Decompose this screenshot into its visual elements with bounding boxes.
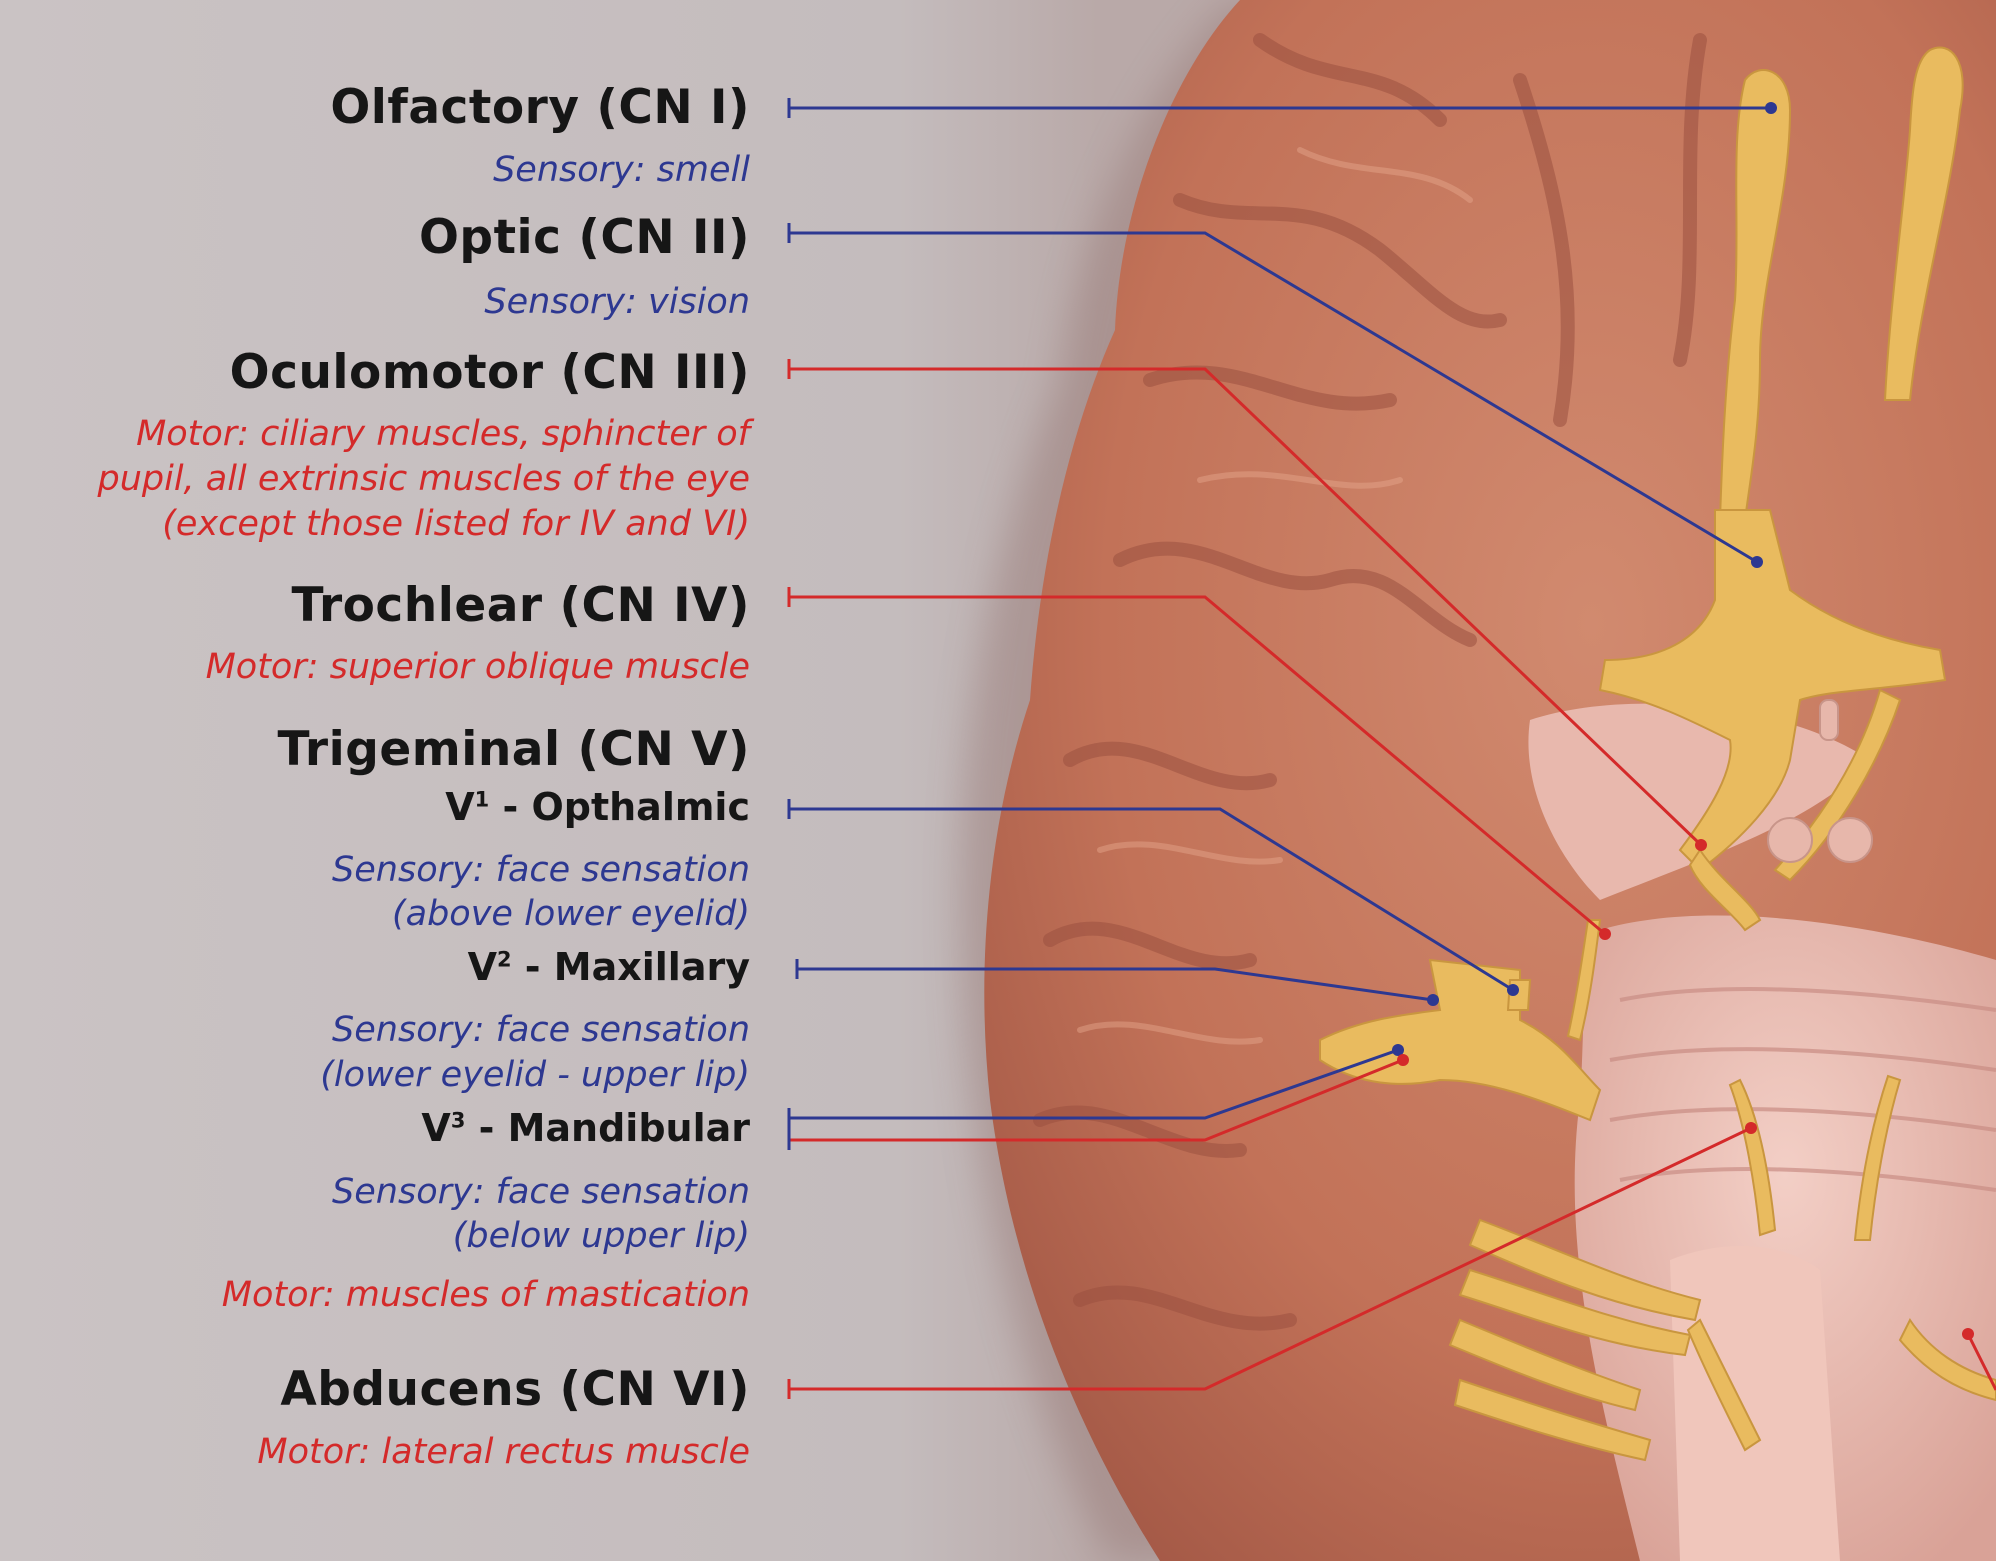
- v3-sup: 3: [450, 1108, 466, 1133]
- trigeminal-title: Trigeminal (CN V): [277, 722, 750, 777]
- v1-sup: 1: [474, 787, 490, 812]
- oculomotor-title: Oculomotor (CN III): [229, 345, 750, 400]
- v1-name: - Opthalmic: [489, 785, 750, 829]
- v2-sup: 2: [497, 947, 512, 972]
- v3-desc-line1: Sensory: face sensation: [332, 1172, 750, 1212]
- v1-prefix: V: [445, 785, 475, 829]
- v2-desc-line1: Sensory: face sensation: [332, 1010, 750, 1050]
- v3-motor-leader: [789, 1058, 1404, 1142]
- v1-leader: [789, 807, 1514, 992]
- olfactory-desc: Sensory: smell: [493, 150, 750, 190]
- v2-subtitle: V2 - Maxillary: [468, 945, 750, 989]
- oculomotor-leader: [789, 367, 1703, 847]
- optic-desc: Sensory: vision: [484, 282, 750, 322]
- v3-sensory-leader: [789, 1048, 1399, 1120]
- abducens-leader: [789, 1126, 1752, 1391]
- trochlear-leader: [789, 595, 1606, 936]
- oculomotor-desc-line3: (except those listed for IV and VI): [162, 504, 750, 544]
- optic-leader: [789, 231, 1758, 564]
- olfactory-title: Olfactory (CN I): [330, 80, 750, 135]
- abducens-desc: Motor: lateral rectus muscle: [257, 1432, 750, 1472]
- v1-subtitle: V1 - Opthalmic: [445, 785, 750, 829]
- v2-name: - Maxillary: [511, 945, 750, 989]
- v3-desc-line2: (below upper lip): [452, 1216, 750, 1256]
- abducens-title: Abducens (CN VI): [280, 1362, 750, 1417]
- v3-name: - Mandibular: [465, 1106, 750, 1150]
- v3-motor-desc: Motor: muscles of mastication: [221, 1275, 750, 1315]
- v2-prefix: V: [467, 945, 498, 989]
- v2-desc-line2: (lower eyelid - upper lip): [320, 1055, 750, 1095]
- v3-prefix: V: [421, 1106, 451, 1150]
- trochlear-desc: Motor: superior oblique muscle: [205, 647, 750, 687]
- v1-desc-line2: (above lower eyelid): [391, 894, 750, 934]
- oculomotor-desc-line2: pupil, all extrinsic muscles of the eye: [97, 459, 750, 499]
- optic-title: Optic (CN II): [418, 210, 750, 265]
- trochlear-title: Trochlear (CN IV): [291, 578, 750, 633]
- v1-desc-line1: Sensory: face sensation: [332, 850, 750, 890]
- oculomotor-desc-line1: Motor: ciliary muscles, sphincter of: [136, 414, 750, 454]
- v2-leader: [797, 967, 1434, 1002]
- v3-subtitle: V3 - Mandibular: [421, 1106, 750, 1150]
